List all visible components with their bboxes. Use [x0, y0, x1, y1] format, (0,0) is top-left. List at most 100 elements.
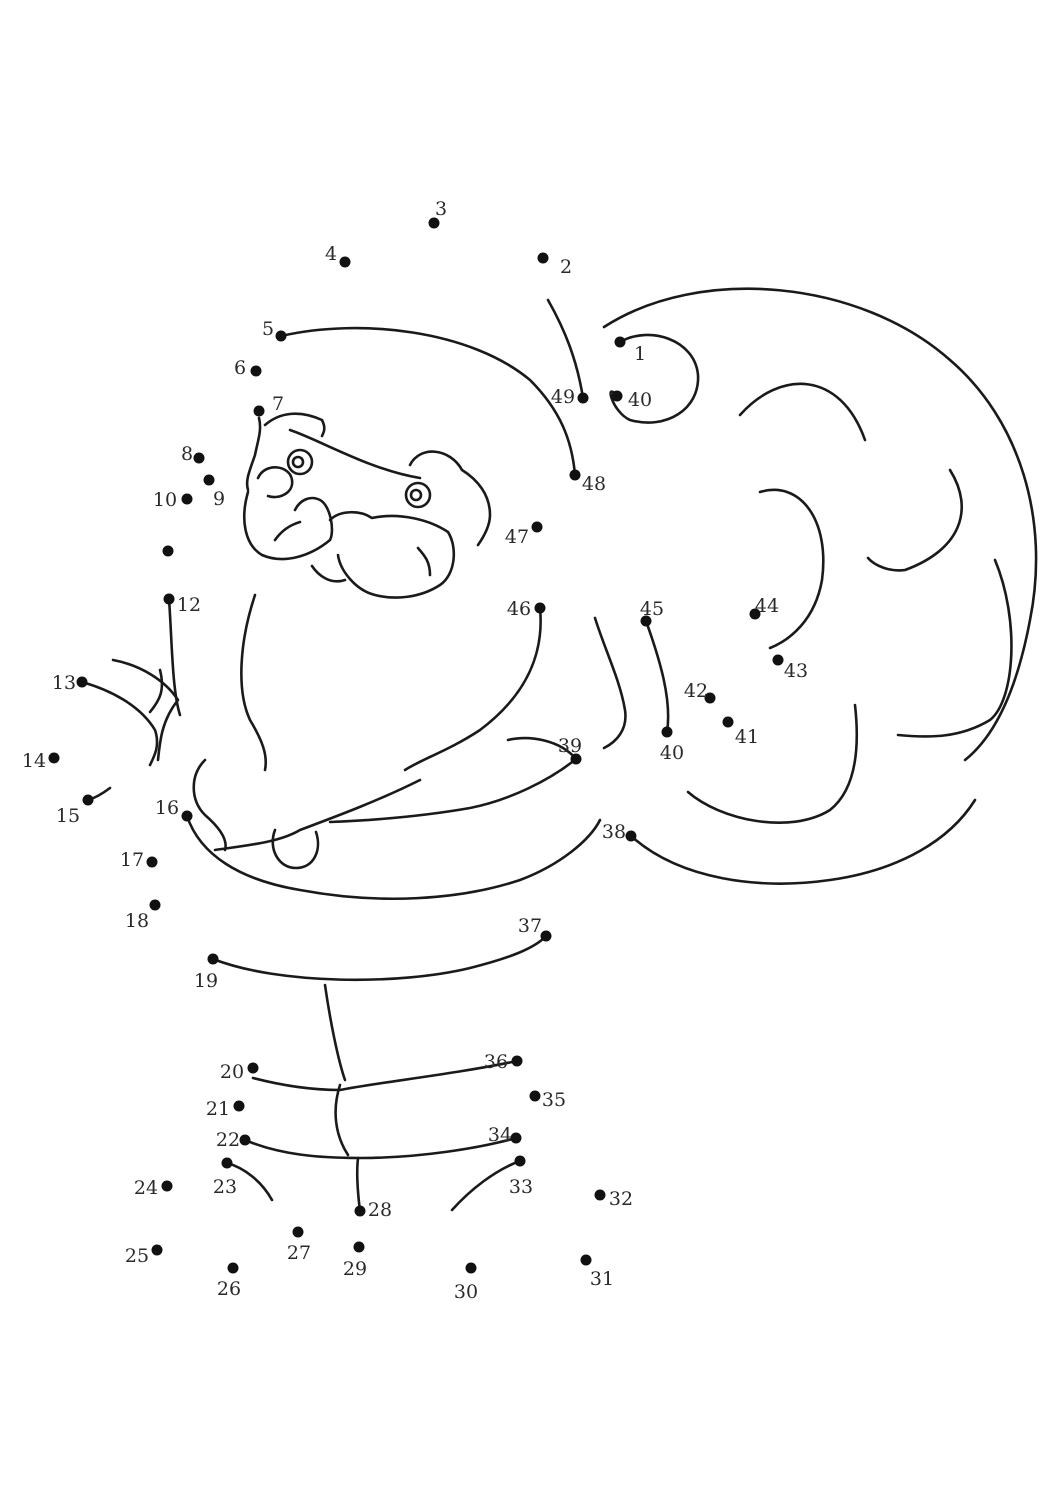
dot-number-label: 12 — [177, 594, 201, 616]
mustache-right — [328, 510, 456, 599]
dot-36-group: 36 — [484, 1051, 523, 1073]
hat-tip-line — [546, 298, 585, 400]
dot-number-label: 44 — [755, 595, 779, 617]
dot-marker — [233, 1100, 245, 1112]
dot-15-group: 15 — [56, 794, 94, 827]
dot-number-label: 27 — [287, 1242, 311, 1264]
mouth-line — [310, 564, 347, 583]
sack-outer-line — [602, 287, 1038, 762]
dot-number-label: 22 — [216, 1129, 240, 1151]
dot-number-label: 32 — [609, 1188, 633, 1210]
santa-face — [242, 412, 492, 599]
dot-marker — [163, 593, 175, 605]
hat-brim-line — [245, 416, 262, 492]
beard-bottom — [213, 778, 422, 852]
dot-30-group: 30 — [454, 1262, 478, 1303]
sack-inner-fold-3 — [758, 488, 825, 650]
dot-marker — [569, 469, 581, 481]
dot-19-group: 19 — [194, 953, 219, 992]
leg-center-line — [323, 983, 347, 1082]
dot-3-group: 3 — [428, 198, 447, 229]
dot-marker — [537, 252, 549, 264]
right-eye — [404, 481, 432, 509]
dot-number-label: 46 — [507, 598, 531, 620]
dot-marker — [722, 716, 734, 728]
dot-marker — [465, 1262, 477, 1274]
dot-marker — [529, 1090, 541, 1102]
dot-42-group: 42 — [684, 680, 716, 704]
dot-number-label: 45 — [640, 598, 664, 620]
dot-number-label: 5 — [262, 318, 274, 340]
dot-34-group: 34 — [488, 1124, 522, 1146]
dot-marker — [250, 365, 262, 377]
sack-inner-fold-2 — [866, 468, 964, 572]
right-ear-line — [408, 450, 492, 547]
dot-43-group: 43 — [772, 654, 808, 682]
dot-number-label: 36 — [484, 1051, 508, 1073]
right-boot-line — [450, 1159, 522, 1212]
beard-right-edge — [403, 606, 542, 772]
dot-marker — [162, 545, 174, 557]
dot-number-label: 17 — [120, 849, 144, 871]
dot-33-group: 33 — [509, 1155, 533, 1198]
dot-marker — [611, 390, 623, 402]
dot-number-label: 25 — [125, 1245, 149, 1267]
lower-leg-band — [243, 1136, 518, 1160]
dot-number-label: 10 — [153, 489, 177, 511]
dot-marker — [510, 1132, 522, 1144]
dot-number-label: 33 — [509, 1176, 533, 1198]
sack-inner-fold-1 — [738, 382, 867, 442]
hat-crown-line — [279, 326, 577, 477]
body-lower-curve — [185, 814, 602, 901]
dot-marker — [614, 336, 626, 348]
mustache-left — [242, 490, 334, 561]
dot-26-group: 26 — [217, 1262, 241, 1300]
dot-18-group: 18 — [125, 899, 161, 932]
dot-number-label: 48 — [582, 473, 606, 495]
right-pupil — [409, 488, 423, 502]
dot-marker — [151, 1244, 163, 1256]
beard-left-edge — [240, 593, 268, 772]
dot-number-label: 23 — [213, 1176, 237, 1198]
dot-44-group: 44 — [749, 595, 779, 620]
dot-marker — [253, 405, 265, 417]
dot-marker — [48, 752, 60, 764]
dot-number-label: 8 — [181, 443, 193, 465]
dot-marker — [275, 330, 287, 342]
belly-button — [271, 828, 320, 870]
sack-inner-fold-4 — [896, 558, 1013, 738]
sack-strap-line — [644, 619, 670, 734]
dot-number-label: 15 — [56, 805, 80, 827]
dot-number-label: 29 — [343, 1258, 367, 1280]
dot-number-label: 7 — [272, 393, 284, 415]
dot-number-label: 40 — [660, 742, 684, 764]
dot-number-label: 16 — [155, 797, 179, 819]
dot-marker — [577, 392, 589, 404]
dot-marker — [704, 692, 716, 704]
dot-marker — [82, 794, 94, 806]
dot-marker — [181, 493, 193, 505]
dot-number-label: 18 — [125, 910, 149, 932]
dot-1-group: 1 — [614, 336, 646, 365]
nose-line — [256, 466, 294, 499]
dot-35-group: 35 — [529, 1089, 566, 1111]
knee-left-line — [334, 1083, 350, 1157]
gift-sack-outline — [602, 287, 1038, 885]
left-arm-fold — [148, 668, 164, 714]
dot-28-group: 28 — [354, 1199, 392, 1221]
dot-marker — [161, 1180, 173, 1192]
dot-marker — [749, 608, 761, 620]
dot-9-group: 9 — [203, 474, 225, 510]
dot-number-label: 31 — [590, 1268, 614, 1290]
dot-17-group: 17 — [120, 849, 158, 871]
dot-marker — [428, 217, 440, 229]
dot-marker — [247, 1062, 259, 1074]
face-top-line — [263, 412, 326, 438]
dot-marker — [339, 256, 351, 268]
dot-marker — [625, 830, 637, 842]
dot-39-group: 39 — [558, 735, 582, 765]
sack-bottom-curve — [629, 798, 977, 885]
dot-4-group: 4 — [325, 243, 351, 268]
